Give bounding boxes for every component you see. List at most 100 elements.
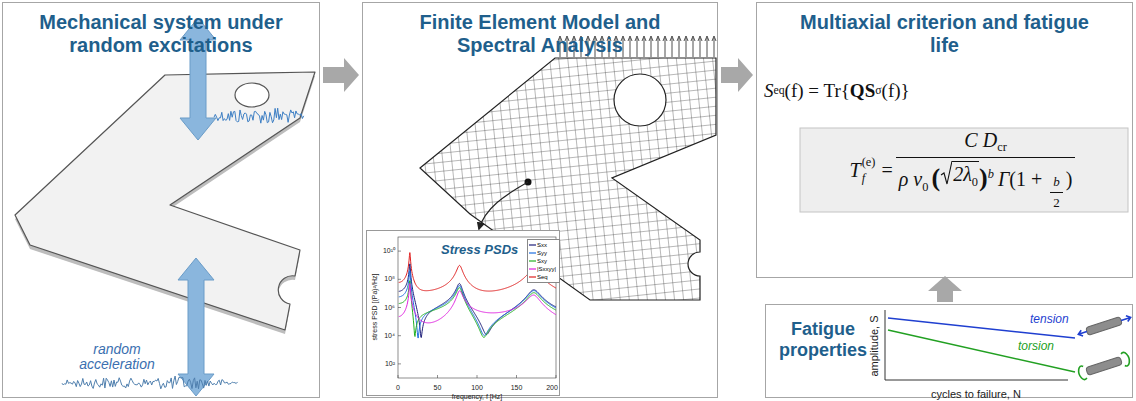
formula-symbol: T [850,159,861,182]
formula-symbol: b [1053,174,1060,189]
load-arrow [656,36,660,57]
formula-symbol: 2λ [953,163,972,185]
tick [398,251,401,252]
legend-line-sample [528,241,537,249]
load-arrow [698,36,702,57]
radical-sign [940,160,952,186]
drawing-part [1086,357,1123,376]
legend-entry: Seq [528,273,559,281]
legend-line-sample [528,273,537,281]
flow-arrow [928,276,962,302]
tick-label: 100 [471,384,483,392]
tick-label: 150 [511,384,523,392]
radical-stroke [941,161,952,184]
formula-symbol: = [881,159,892,182]
formula-symbol: ) [1066,168,1073,190]
formula-symbol: 2 [1053,195,1060,210]
legend-line-sample [528,265,537,273]
formula-symbol: ρ ν [899,168,922,190]
flow-arrow [721,58,753,92]
load-arrow [642,36,646,57]
formula-symbol: Γ [998,168,1009,190]
tick [477,375,478,378]
fraction-bar [896,157,1076,158]
legend-text: Seq [537,273,548,281]
load-arrow [628,36,632,57]
fraction-bar [1050,192,1063,193]
psd-curve [399,281,556,338]
axis-label: stress PSD [(Pa)²/Hz] [371,274,379,341]
axis-label: frequency, f [Hz] [452,393,502,401]
load-arrow [663,36,667,57]
legend-entry: Sxx [528,241,559,249]
legend-entry: |Sxxyy| [528,265,559,273]
legend-line [529,260,536,261]
load-arrow [649,36,653,57]
load-arrow [691,36,695,57]
tick-label: 0 [396,384,400,392]
legend-entry: Sxy [528,257,559,265]
formula-symbol: b [988,167,994,181]
fatigue-life-formula: T(e)f=C Dcrρ ν0(2λ0)bΓ(1 + b2) [800,128,1128,212]
formula-symbol: (e) [862,156,876,168]
curve-label: torsion [1018,340,1054,353]
formula-symbol: σ [875,84,881,98]
tick-label: 10⁶ [384,304,395,312]
load-arrow [712,36,716,57]
torsion-specimen [1077,351,1131,380]
plate-hole [235,83,269,107]
load-arrow [670,36,674,57]
tick [398,363,401,364]
formula-box [800,128,1128,212]
formula-symbol: QS [850,80,875,102]
random-signal-trace [62,376,238,389]
panel: Finite Element Model and Spectral Analys… [362,2,718,398]
chart-legend: SxxSyySxy|Sxxyy|Seq [527,239,560,283]
flow-arrow [323,58,359,92]
tick [398,375,399,378]
criterion-formula: Seq(f) = Tr{QSσ(f)} [764,80,910,102]
axis-label: cycles to failure, N [931,388,1021,400]
drawing-part [1077,314,1131,337]
formula-symbol: (f)} [882,80,910,102]
tick-label: 10¹⁰ [383,247,395,255]
load-arrow [684,36,688,57]
legend-text: |Sxxyy| [537,265,556,273]
legend-text: Syy [537,249,547,257]
panel-heading: Multiaxial criterion and fatigue life [800,11,1090,57]
drawing-part [1086,317,1123,336]
panel: Multiaxial criterion and fatigue life [756,2,1133,278]
formula-symbol: (1 + [1009,168,1047,190]
formula-symbol: ( [931,163,940,192]
legend-line [529,268,536,269]
load-arrow [705,36,709,57]
tension-specimen [1077,314,1132,339]
panel-heading: Fatigue properties [774,319,872,360]
tick-label: 50 [434,384,442,392]
legend-line [529,244,536,245]
panel: Mechanical system under random excitatio… [2,2,320,398]
legend-line-sample [528,257,537,265]
formula-symbol: (f) = Tr{ [785,80,850,102]
random-signal-trace [214,108,304,123]
legend-line [529,276,536,277]
panel-heading: Finite Element Model and Spectral Analys… [385,11,695,57]
psd-curve [399,284,556,323]
signal-label: random acceleration [62,342,172,373]
legend-line-sample [528,249,537,257]
panel-heading: Mechanical system under random excitatio… [24,11,299,57]
excitation-arrow [178,258,214,396]
legend-entry: Syy [528,249,559,257]
chart-title: Stress PSDs [439,243,520,258]
plate [15,72,315,330]
load-arrow [677,36,681,57]
formula-symbol: 0 [922,180,928,194]
legend-text: Sxx [537,241,547,249]
random-signal [62,108,304,389]
formula-symbol: S [764,80,774,102]
formula-symbol: 0 [972,175,978,189]
tick [516,375,517,378]
